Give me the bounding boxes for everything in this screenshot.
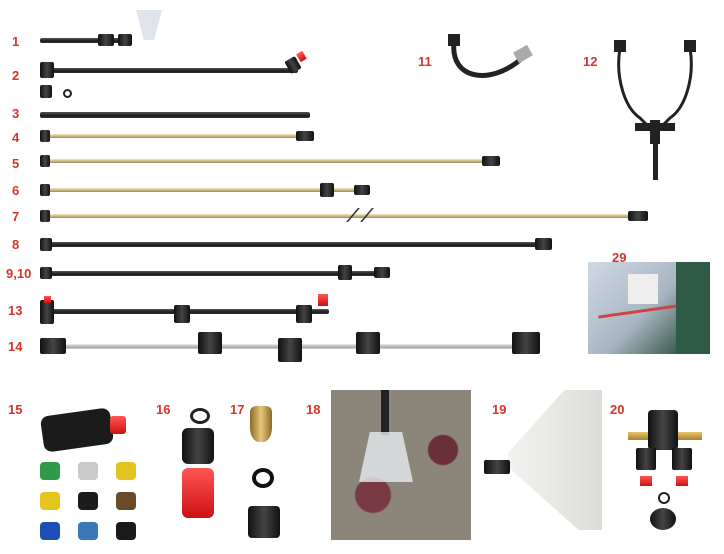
- application-photo-29: [588, 262, 710, 354]
- lance-4: [44, 134, 314, 138]
- label-4: 4: [12, 130, 20, 145]
- nut-part: [40, 85, 52, 98]
- lance-6-end: [354, 185, 370, 195]
- label-11: 11: [418, 54, 432, 69]
- lance-4-nut: [40, 130, 50, 142]
- nozzle-tip: [40, 492, 60, 510]
- lance-3: [40, 112, 310, 118]
- label-7: 7: [12, 209, 20, 224]
- spray-shield-19: [508, 390, 602, 530]
- nozzle-body-15: [39, 407, 115, 453]
- label-2: 2: [12, 68, 20, 83]
- lance-7-end: [628, 211, 648, 221]
- label-29: 29: [612, 250, 627, 265]
- multi-nozzle-body-20: [648, 410, 678, 450]
- nozzle-tip: [78, 492, 98, 510]
- red-tip-20: [640, 476, 652, 486]
- lance-5-end: [482, 156, 500, 166]
- lance-9-10-nut: [40, 267, 52, 279]
- label-8: 8: [12, 237, 20, 252]
- lance-6-coupling: [320, 183, 334, 197]
- lance-1-swivel: [118, 34, 132, 46]
- boom-14-tee: [278, 338, 302, 362]
- boom-13-tee: [296, 305, 312, 323]
- hose-11: [448, 34, 533, 78]
- lance-8: [44, 242, 552, 247]
- label-14: 14: [8, 339, 23, 354]
- operator: [676, 262, 710, 354]
- y-connector-12: [614, 40, 696, 180]
- lance-4-end: [296, 131, 314, 141]
- nozzle-tip: [78, 522, 98, 540]
- label-5: 5: [12, 156, 20, 171]
- o-ring-icon: [252, 468, 274, 488]
- label-17: 17: [230, 402, 245, 417]
- label-12: 12: [583, 54, 598, 69]
- backpack-sprayer: [628, 274, 658, 304]
- label-6: 6: [12, 183, 20, 198]
- o-ring-icon: [63, 89, 72, 98]
- shield-in-photo: [359, 432, 413, 482]
- lance-6-nut: [40, 184, 50, 196]
- shield-cone-icon: [136, 10, 162, 40]
- nozzle-tip: [40, 462, 60, 480]
- lance-1: [40, 38, 120, 43]
- nozzle-tip: [116, 522, 136, 540]
- lance-2: [40, 68, 298, 73]
- brass-nozzle-17: [250, 406, 272, 442]
- lance-5: [44, 159, 499, 163]
- lance-7-nut: [40, 210, 50, 222]
- label-3: 3: [12, 106, 20, 121]
- label-16: 16: [156, 402, 171, 417]
- boom-in-use: [598, 304, 678, 319]
- boom-13-tee: [40, 300, 54, 324]
- application-photo-18: [331, 390, 471, 540]
- label-1: 1: [12, 34, 20, 49]
- boom-13-red-cap: [44, 296, 51, 303]
- red-tip-20: [676, 476, 688, 486]
- lance-2-handle-nut: [40, 62, 54, 78]
- shield-19-nut: [484, 460, 510, 474]
- label-15: 15: [8, 402, 23, 417]
- label-19: 19: [492, 402, 507, 417]
- lance-9-10: [44, 271, 389, 276]
- boom-13-tee: [174, 305, 190, 323]
- label-18: 18: [306, 402, 321, 417]
- lance-in-photo: [381, 390, 389, 435]
- lance-1-coupling: [98, 34, 114, 46]
- lance-9-10-end: [374, 267, 390, 278]
- lance-8-nut: [40, 238, 52, 251]
- label-13: 13: [8, 303, 23, 318]
- nozzle-cap-16: [182, 428, 214, 464]
- nozzle-holder-20: [672, 448, 692, 470]
- o-ring-icon: [658, 492, 670, 504]
- lance-9-10-coupling: [338, 265, 352, 280]
- lance-7: [44, 214, 648, 218]
- boom-14-tee: [512, 332, 540, 354]
- nozzle-tip: [78, 462, 98, 480]
- lance-5-nut: [40, 155, 50, 167]
- red-nozzle-16: [182, 468, 214, 518]
- label-9-10: 9,10: [6, 266, 32, 281]
- lance-6: [44, 188, 369, 192]
- nozzle-15-red-tip: [110, 416, 126, 434]
- o-ring-icon: [190, 408, 210, 424]
- nozzle-tip: [116, 492, 136, 510]
- boom-14-tee: [356, 332, 380, 354]
- boom-14-tee: [40, 338, 66, 354]
- boom-14-tee: [198, 332, 222, 354]
- lance-8-end: [535, 238, 552, 250]
- nozzle-nut-17: [248, 506, 280, 538]
- nozzle-cap-20: [650, 508, 676, 530]
- nozzle-tip: [40, 522, 60, 540]
- nozzle-tip: [116, 462, 136, 480]
- boom-13-red-cap: [318, 294, 328, 306]
- label-20: 20: [610, 402, 625, 417]
- nozzle-holder-20: [636, 448, 656, 470]
